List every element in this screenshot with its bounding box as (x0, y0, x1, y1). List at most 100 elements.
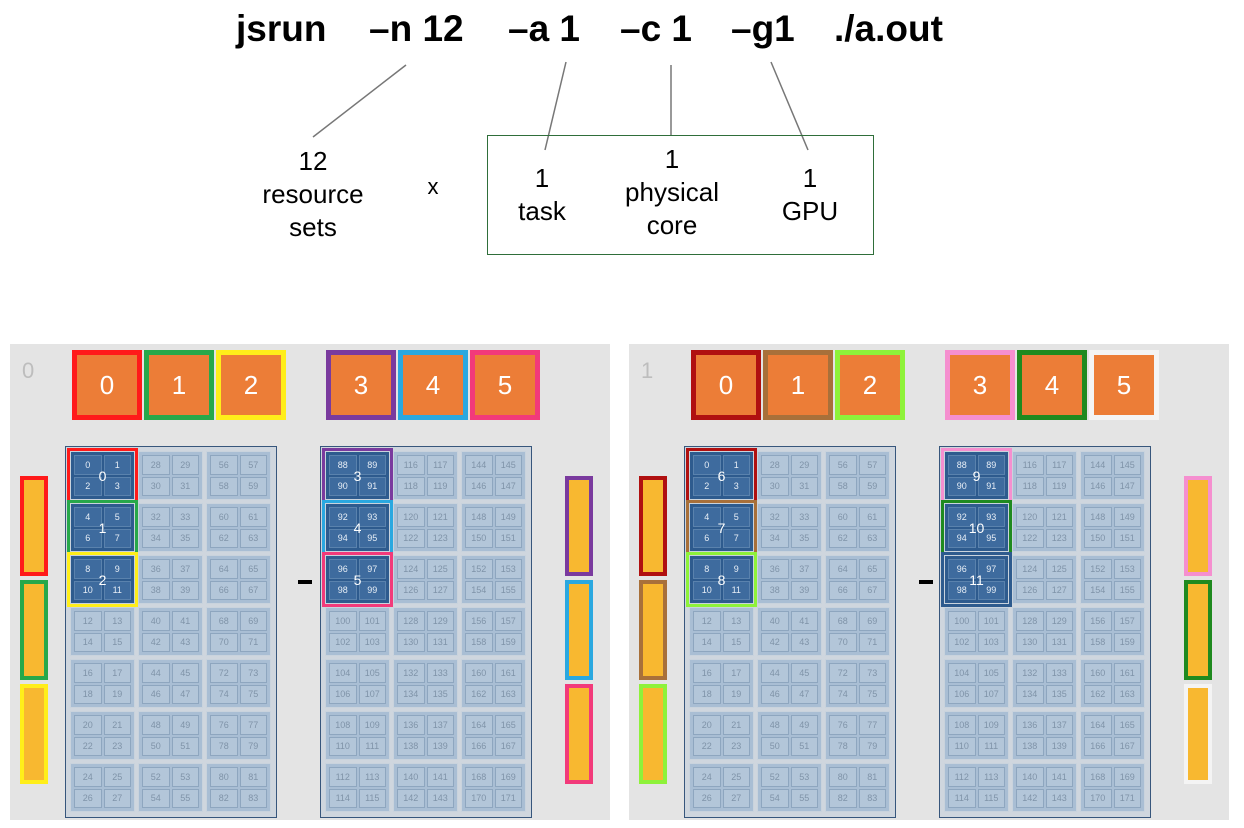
hw-thread: 68 (210, 611, 238, 631)
jsrun-command: jsrun –n 12 –a 1 –c 1 –g1 ./a.out (0, 8, 1244, 58)
hw-thread: 111 (977, 736, 1005, 756)
hw-thread: 94 (329, 528, 357, 548)
hw-thread: 23 (722, 736, 750, 756)
hw-thread: 96 (948, 559, 976, 579)
hw-thread: 104 (329, 663, 357, 683)
hw-thread: 34 (142, 528, 170, 548)
task-num: 1 (534, 163, 550, 193)
hw-thread: 158 (465, 632, 493, 652)
hw-thread: 102 (329, 632, 357, 652)
hw-thread: 57 (239, 455, 267, 475)
hw-thread: 45 (171, 663, 199, 683)
hw-thread: 5 (103, 507, 131, 527)
hw-thread: 166 (465, 736, 493, 756)
hw-thread: 99 (358, 580, 386, 600)
hw-thread: 41 (171, 611, 199, 631)
hw-thread: 145 (494, 455, 522, 475)
hw-thread: 106 (329, 684, 357, 704)
rs-line2: sets (289, 212, 337, 242)
hw-thread: 92 (329, 507, 357, 527)
hw-thread: 24 (693, 767, 721, 787)
hw-thread: 100 (948, 611, 976, 631)
gpu-box: 2 (216, 350, 286, 420)
hw-thread: 12 (693, 611, 721, 631)
task-number: 8 (717, 571, 726, 588)
hw-thread: 33 (171, 507, 199, 527)
hw-thread: 26 (74, 788, 102, 808)
hw-thread: 18 (74, 684, 102, 704)
task-number: 1 (98, 519, 107, 536)
hw-thread: 10 (74, 580, 102, 600)
hw-thread: 134 (397, 684, 425, 704)
hw-thread: 1 (103, 455, 131, 475)
hw-thread: 31 (790, 476, 818, 496)
hw-thread: 21 (103, 715, 131, 735)
hw-thread: 13 (722, 611, 750, 631)
task-number: 4 (353, 519, 362, 536)
hw-thread: 135 (1045, 684, 1073, 704)
hw-thread: 149 (1113, 507, 1141, 527)
task-number: 3 (353, 467, 362, 484)
hw-thread: 151 (494, 528, 522, 548)
hw-thread: 96 (329, 559, 357, 579)
hw-thread: 112 (329, 767, 357, 787)
task-number: 5 (353, 571, 362, 588)
hw-thread: 142 (1016, 788, 1044, 808)
hw-thread: 143 (1045, 788, 1073, 808)
hw-thread: 9 (103, 559, 131, 579)
hw-thread: 52 (142, 767, 170, 787)
hw-thread: 62 (829, 528, 857, 548)
command-token: –c 1 (620, 8, 693, 49)
hw-thread: 126 (1016, 580, 1044, 600)
hw-thread: 60 (829, 507, 857, 527)
hw-thread: 107 (977, 684, 1005, 704)
hw-thread: 36 (142, 559, 170, 579)
hw-thread: 140 (397, 767, 425, 787)
hw-thread: 98 (329, 580, 357, 600)
hw-thread: 135 (426, 684, 454, 704)
hw-thread: 128 (1016, 611, 1044, 631)
hw-thread: 133 (426, 663, 454, 683)
rs-count: 12 (298, 146, 328, 176)
hw-thread: 148 (465, 507, 493, 527)
task-number: 7 (717, 519, 726, 536)
hw-thread: 100 (329, 611, 357, 631)
hw-thread: 119 (426, 476, 454, 496)
hw-thread: 90 (329, 476, 357, 496)
hw-thread: 27 (722, 788, 750, 808)
hw-thread: 98 (948, 580, 976, 600)
hw-thread: 120 (1016, 507, 1044, 527)
hw-thread: 35 (790, 528, 818, 548)
hw-thread: 42 (142, 632, 170, 652)
hw-thread: 103 (977, 632, 1005, 652)
hw-thread: 116 (1016, 455, 1044, 475)
hw-thread: 107 (358, 684, 386, 704)
hw-thread: 3 (103, 476, 131, 496)
gpu-box: 5 (470, 350, 540, 420)
gpu-box: 1 (144, 350, 214, 420)
hw-thread: 24 (74, 767, 102, 787)
hw-thread: 33 (790, 507, 818, 527)
hw-thread: 9 (722, 559, 750, 579)
hw-thread: 164 (465, 715, 493, 735)
hw-thread: 111 (358, 736, 386, 756)
gpu-box: 4 (398, 350, 468, 420)
resource-sets-label: 12 resource sets (243, 145, 383, 244)
hw-thread: 66 (829, 580, 857, 600)
socket-link (298, 580, 312, 584)
hw-thread: 0 (74, 455, 102, 475)
